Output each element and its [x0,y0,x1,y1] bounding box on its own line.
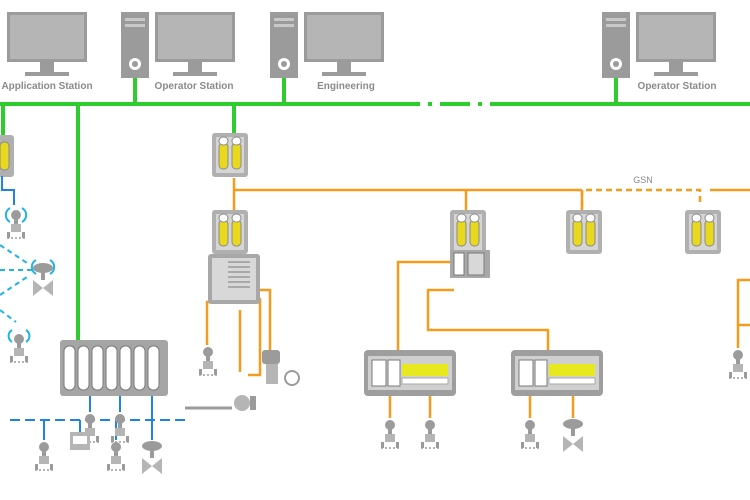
field-actuator[interactable] [262,350,300,386]
controller-io[interactable] [211,209,249,255]
station-label: Operator Station [638,81,717,92]
station-label: Engineering [317,81,375,92]
field-transmitter[interactable] [380,419,400,449]
remote-io-2[interactable] [510,349,604,397]
wireless-links [0,244,40,323]
wireless-transmitter-1[interactable] [6,209,26,239]
io-terminal-block[interactable] [208,254,260,304]
controller-left-edge[interactable] [0,135,14,177]
controller-center[interactable] [449,209,487,255]
controller-gsn-1[interactable] [565,209,603,255]
io-bus [205,178,750,418]
station-label: Application Station [1,81,92,92]
flow-sensor[interactable] [185,395,256,411]
plant-bus [0,78,750,343]
engineering-station[interactable]: Engineering [270,12,384,92]
wireless-valve[interactable] [33,263,53,296]
field-transmitter[interactable] [520,419,540,449]
field-transmitter[interactable] [34,441,54,471]
application-station[interactable]: Application Station [1,12,93,92]
field-valve[interactable] [563,419,583,452]
station-label: Operator Station [155,81,234,92]
remote-io-1[interactable] [363,349,457,397]
wireless-transmitter-2[interactable] [9,333,29,363]
field-display[interactable] [70,432,90,450]
field-transmitter[interactable] [728,349,748,379]
gsn-label: GSN [633,175,653,185]
field-transmitter[interactable] [106,441,126,471]
operator-station-1[interactable]: Operator Station [121,12,235,92]
field-transmitter[interactable] [420,419,440,449]
controller-main[interactable] [211,132,249,178]
wireless-devices [4,207,56,343]
operator-station-2[interactable]: Operator Station [602,12,716,92]
fieldbus-rack[interactable] [60,340,168,396]
field-bus [1,176,185,440]
field-transmitter[interactable] [110,413,130,443]
io-module-center[interactable] [450,250,490,278]
field-transmitter[interactable] [198,346,218,376]
controller-gsn-2[interactable] [684,209,722,255]
field-valve[interactable] [142,441,162,474]
